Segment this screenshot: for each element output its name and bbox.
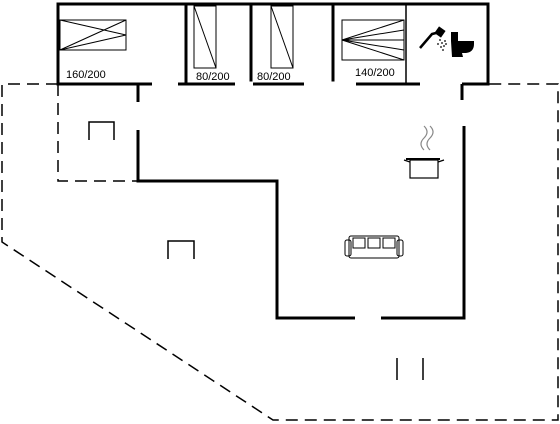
outdoor-chairs-icon bbox=[396, 358, 424, 380]
bed-80-200-a bbox=[193, 5, 217, 69]
terrace-outline bbox=[1, 83, 559, 421]
chair-icon-2 bbox=[167, 240, 195, 259]
sofa-icon bbox=[344, 235, 404, 259]
bed-label-80-200-a: 80/200 bbox=[196, 71, 230, 83]
chair-icon bbox=[88, 121, 115, 140]
toilet-icon bbox=[451, 32, 474, 57]
shower-icon bbox=[419, 26, 447, 51]
bedroom-wing-walls bbox=[56, 2, 490, 86]
bed-140-200 bbox=[341, 19, 405, 61]
living-area-walls bbox=[136, 84, 466, 320]
bed-label-80-200-b: 80/200 bbox=[257, 71, 291, 83]
bed-label-160-200: 160/200 bbox=[66, 69, 106, 81]
cooking-pot-icon bbox=[403, 125, 445, 179]
bed-label-140-200: 140/200 bbox=[355, 67, 395, 79]
bed-80-200-b bbox=[270, 5, 294, 69]
bed-160-200 bbox=[59, 19, 127, 51]
